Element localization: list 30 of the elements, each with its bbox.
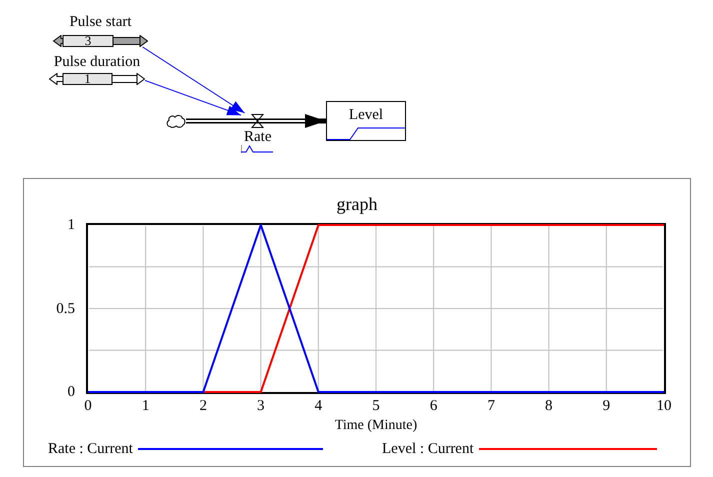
axis-tick-label: 7: [486, 398, 496, 414]
slider-control: 1: [49, 73, 145, 85]
slider-control: 3: [53, 35, 148, 47]
axis-tick-label: 0: [83, 398, 93, 414]
stock-box: [326, 101, 406, 141]
axis-tick-label: 2: [198, 398, 208, 414]
arrow: [144, 80, 242, 116]
legend-label: Rate : Current: [48, 441, 133, 457]
axis-tick-label: 3: [256, 398, 266, 414]
variable-label: Pulse duration: [52, 54, 142, 71]
axis-tick-label: 9: [602, 398, 612, 414]
flow-pipe: [186, 118, 241, 124]
axis-tick-label: 4: [314, 398, 324, 414]
axis-tick-label: 8: [544, 398, 554, 414]
flow-label: Rate: [244, 130, 272, 145]
axis-tick-label: 10: [656, 398, 672, 414]
cloud-symbol: [166, 114, 186, 128]
axis-tick-label: 1: [140, 398, 150, 414]
axis-tick-label: 6: [428, 398, 438, 414]
chart-title: graph: [336, 193, 378, 215]
axis-tick-label: 5: [371, 398, 381, 414]
axis-tick-label: 1: [66, 217, 75, 233]
variable-label: Pulse start: [68, 14, 133, 31]
legend-label: Level : Current: [382, 441, 474, 457]
stock-label: Level: [348, 107, 384, 124]
axis-tick-label: 0: [66, 384, 75, 400]
flow-pipe: [273, 114, 326, 128]
axis-tick-label: 0.5: [55, 300, 75, 316]
arrow: [142, 46, 246, 114]
axis-title: Time (Minute): [334, 418, 418, 434]
